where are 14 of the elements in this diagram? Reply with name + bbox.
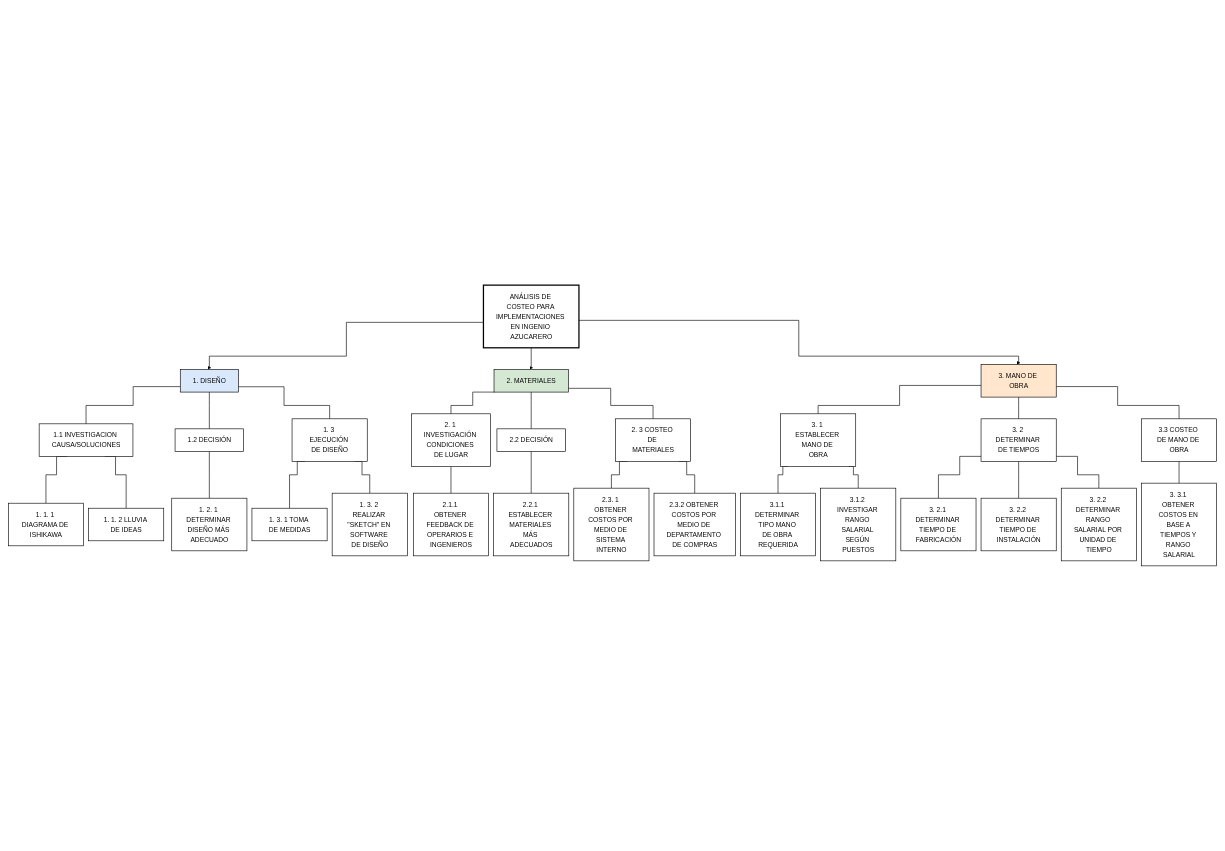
connector (530, 451, 532, 494)
connector (817, 385, 982, 415)
connector (1055, 386, 1180, 420)
connector (209, 451, 210, 499)
connector (1178, 461, 1180, 484)
connector (1055, 456, 1100, 489)
connector (450, 466, 452, 494)
connector (1018, 461, 1019, 499)
connector (238, 386, 330, 420)
connector (450, 391, 495, 415)
connector (938, 456, 982, 499)
connector (209, 391, 210, 430)
connector (1018, 396, 1019, 420)
connector (568, 388, 654, 420)
